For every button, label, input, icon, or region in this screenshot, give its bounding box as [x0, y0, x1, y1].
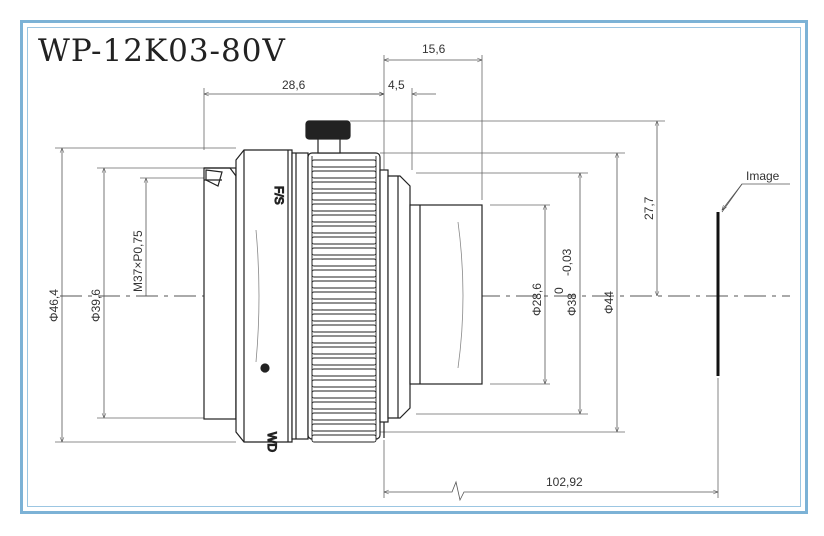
dim-mount-tol-lower: -0,03 — [560, 248, 574, 276]
dim-half-height: 27,7 — [642, 196, 656, 220]
knurl-rib — [311, 313, 377, 322]
knurl-rib — [311, 170, 377, 179]
knurl-rib — [311, 236, 377, 245]
dim-thread: M37×P0,75 — [131, 230, 145, 292]
dim-step: 4,5 — [388, 78, 405, 92]
svg-text:F/S: F/S — [272, 186, 286, 205]
knurl-rib — [311, 368, 377, 377]
focus-ring-knurl — [311, 156, 377, 443]
lens-body: F/S WD — [203, 120, 483, 453]
dim-top-length: 15,6 — [422, 42, 446, 56]
knurl-rib — [311, 247, 377, 256]
knurl-rib — [311, 390, 377, 399]
knurl-rib — [311, 214, 377, 223]
knurl-rib — [311, 181, 377, 190]
knurl-rib — [311, 291, 377, 300]
dim-body-length: 28,6 — [282, 78, 306, 92]
extension-lines — [55, 55, 719, 498]
drawing-frame-inner — [27, 27, 801, 507]
dimension-lines — [59, 57, 790, 502]
dim-mount-diameter: Φ38 — [565, 293, 579, 316]
svg-text:WD: WD — [265, 432, 279, 452]
dim-rear-diameter: Φ28,6 — [530, 283, 544, 316]
knurl-rib — [311, 412, 377, 421]
knurl-rib — [311, 423, 377, 432]
knurl-rib — [311, 159, 377, 168]
drawing-title: WP-12K03-80V — [38, 33, 286, 69]
image-plane-label: Image — [746, 169, 780, 183]
knurl-rib — [311, 192, 377, 201]
knurl-rib — [311, 401, 377, 410]
knurl-rib — [311, 335, 377, 344]
drawing-frame-outer — [20, 20, 808, 514]
knurl-rib — [311, 269, 377, 278]
dim-total-length: 102,92 — [546, 475, 583, 489]
knurl-rib — [311, 379, 377, 388]
knurl-rib — [311, 280, 377, 289]
knurl-rib — [311, 346, 377, 355]
dim-flange-diameter: Φ39,6 — [89, 289, 103, 322]
knurl-rib — [311, 225, 377, 234]
knurl-rib — [311, 302, 377, 311]
knurl-rib — [311, 324, 377, 333]
dim-outer-diameter: Φ46,4 — [47, 289, 61, 322]
dim-ring-diameter: Φ44 — [602, 291, 616, 314]
knurl-rib — [311, 434, 377, 443]
knurl-rib — [311, 203, 377, 212]
knurl-rib — [311, 357, 377, 366]
dim-mount-tol-upper: 0 — [552, 287, 566, 294]
knurl-rib — [311, 258, 377, 267]
